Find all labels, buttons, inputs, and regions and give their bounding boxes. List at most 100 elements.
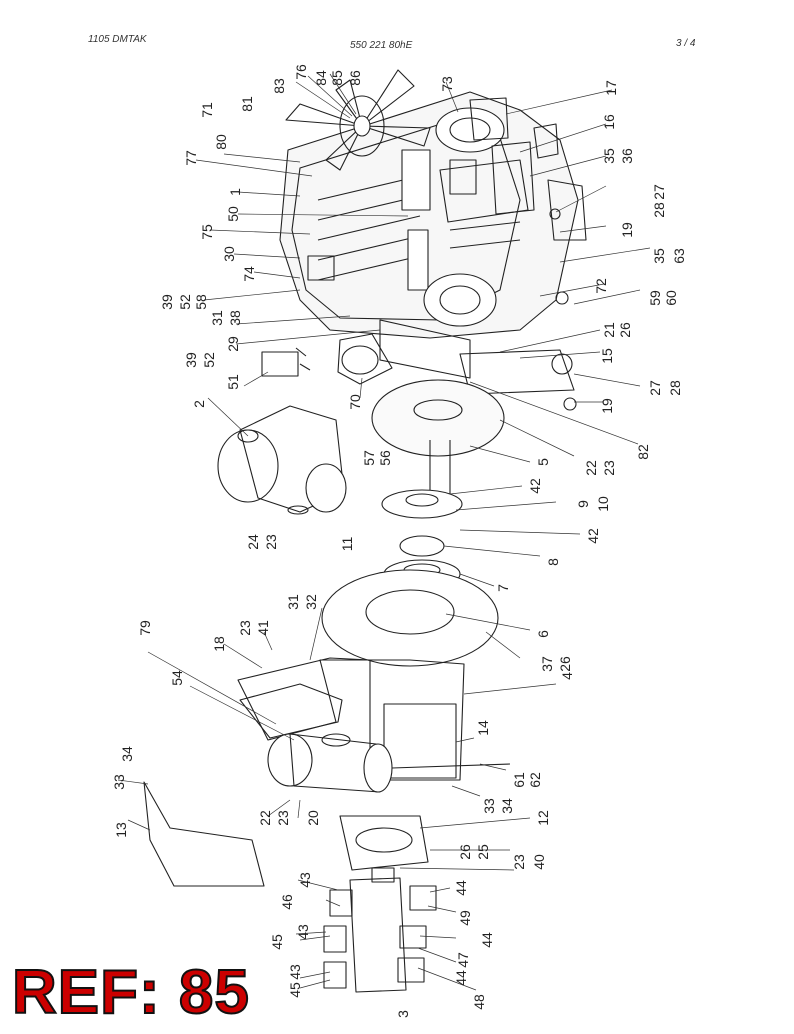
callout-label: 17 <box>603 80 619 96</box>
callout-label: 20 <box>305 810 321 826</box>
callout-label: 12 <box>535 810 551 826</box>
callout-label: 81 <box>239 96 255 112</box>
callout-label: 16 <box>601 114 617 130</box>
callout-label: 72 <box>593 278 609 294</box>
callout-label: 28 <box>651 202 667 218</box>
callout-label: 43 <box>295 924 311 940</box>
callout-label: 26 <box>457 844 473 860</box>
callout-label: 4 <box>559 672 575 680</box>
callout-label: 9 <box>575 500 591 508</box>
callout-label: 2 <box>191 400 207 408</box>
callout-label: 23 <box>237 620 253 636</box>
callout-label: 43 <box>287 964 303 980</box>
callout-label: 35 <box>601 148 617 164</box>
callout-label: 52 <box>177 294 193 310</box>
callout-label: 34 <box>499 798 515 814</box>
callout-label: 71 <box>199 102 215 118</box>
callout-label: 63 <box>671 248 687 264</box>
callout-label: 27 <box>647 380 663 396</box>
callout-label: 39 <box>159 294 175 310</box>
engine-block-drawing <box>143 69 587 993</box>
callout-label: 49 <box>457 910 473 926</box>
callout-label: 82 <box>635 444 651 460</box>
callout-label: 25 <box>475 844 491 860</box>
callout-label: 33 <box>111 774 127 790</box>
callout-label: 75 <box>199 224 215 240</box>
callout-label: 42 <box>527 478 543 494</box>
callout-label: 84 <box>313 70 329 86</box>
callout-label: 18 <box>211 636 227 652</box>
header-part-number: 550 221 80hE <box>350 40 413 51</box>
callout-label: 79 <box>137 620 153 636</box>
callout-label: 48 <box>471 994 487 1010</box>
callout-label: 3 <box>395 1010 411 1018</box>
callout-label: 45 <box>287 982 303 998</box>
callout-label: 36 <box>619 148 635 164</box>
callout-label: 6 <box>535 630 551 638</box>
callout-label: 34 <box>119 746 135 762</box>
callout-label: 22 <box>583 460 599 476</box>
callout-label: 23 <box>511 854 527 870</box>
callout-label: 26 <box>557 656 573 672</box>
callout-label: 33 <box>481 798 497 814</box>
callout-label: 51 <box>225 374 241 390</box>
callout-label: 43 <box>297 872 313 888</box>
callout-label: 54 <box>169 670 185 686</box>
reference-stamp: REF: 85 <box>11 958 250 1027</box>
callout-label: 46 <box>279 894 295 910</box>
callout-label: 44 <box>453 880 469 896</box>
callout-label: 86 <box>347 70 363 86</box>
callout-label: 11 <box>339 537 355 552</box>
callout-label: 15 <box>599 348 615 364</box>
callout-label: 26 <box>617 322 633 338</box>
callout-label: 5 <box>535 458 551 466</box>
callout-label: 1 <box>227 188 243 196</box>
callout-label: 56 <box>377 450 393 466</box>
callout-label: 77 <box>183 150 199 166</box>
callout-label: 23 <box>275 810 291 826</box>
callout-label: 50 <box>225 206 241 222</box>
callout-label: 8 <box>545 558 561 566</box>
callout-label: 60 <box>663 290 679 306</box>
callout-label: 52 <box>201 352 217 368</box>
callout-label: 41 <box>255 620 271 636</box>
callout-label: 44 <box>479 932 495 948</box>
callout-label: 30 <box>221 246 237 262</box>
callout-label: 76 <box>293 64 309 80</box>
callout-label: 39 <box>183 352 199 368</box>
callout-label: 10 <box>595 496 611 512</box>
header-page: 3 / 4 <box>676 38 696 49</box>
callout-label: 23 <box>263 534 279 550</box>
callout-label: 37 <box>539 656 555 672</box>
leader-lines <box>117 73 651 991</box>
callout-label: 38 <box>227 310 243 326</box>
callout-label: 35 <box>651 248 667 264</box>
callout-label: 27 <box>651 184 667 200</box>
callout-label: 83 <box>271 78 287 94</box>
callout-label: 59 <box>647 290 663 306</box>
callout-label: 58 <box>193 294 209 310</box>
callout-label: 23 <box>601 460 617 476</box>
header-model: 1105 DMTAK <box>88 34 147 45</box>
air-filter-drawing <box>217 405 347 515</box>
callout-label: 28 <box>667 380 683 396</box>
callout-label: 42 <box>585 528 601 544</box>
callout-label: 13 <box>113 822 129 838</box>
callout-label: 31 <box>285 594 301 610</box>
callout-label: 32 <box>303 594 319 610</box>
callout-label: 57 <box>361 450 377 466</box>
callout-label: 85 <box>329 70 345 86</box>
callout-label: 62 <box>527 772 543 788</box>
callout-label: 14 <box>475 720 491 736</box>
callout-label: 44 <box>453 970 469 986</box>
callout-label: 22 <box>257 810 273 826</box>
callout-label: 40 <box>531 854 547 870</box>
callout-label: 31 <box>209 310 225 326</box>
callout-label: 47 <box>455 952 471 968</box>
callout-label: 19 <box>599 398 615 414</box>
callout-label: 7 <box>495 584 511 592</box>
callout-label: 70 <box>347 394 363 410</box>
callout-label: 45 <box>269 934 285 950</box>
